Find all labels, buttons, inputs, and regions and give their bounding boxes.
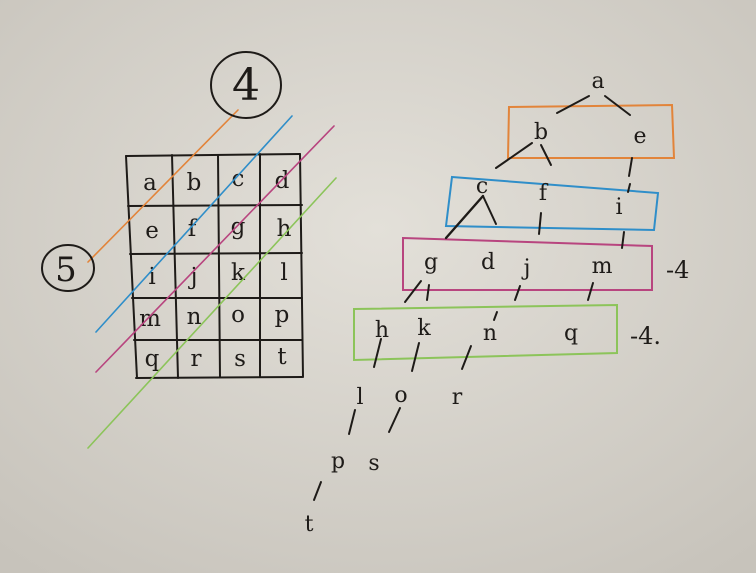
grid-cell-g: g [231,214,246,240]
tree-node-g: g [424,250,438,275]
tree-node-e: e [633,124,646,149]
circled-number-5: 5 [41,244,95,292]
grid-cell-t: t [277,344,287,370]
grid-cell-m: m [139,306,161,332]
diagonal-green [87,177,337,449]
grid-cell-r: r [191,346,202,372]
tree-diagram: a b e c f i g d j m h k n q l o r p s t … [305,69,690,537]
grid-cell-e: e [145,218,159,244]
svg-text:5: 5 [55,250,77,290]
tree-node-n: n [483,321,497,346]
grid-cell-a: a [143,170,157,196]
tree-node-d: d [481,250,495,275]
grid-cell-j: j [187,264,197,290]
grid-letters: a b c d e f g h i j k l m n o p q r s t [139,166,291,372]
tree-node-q: q [564,321,578,346]
diagonal-lines [87,109,337,449]
tree-node-j: j [521,256,531,281]
grid-cell-h: h [277,216,292,242]
tree-node-a: a [591,69,604,94]
level-labels: -4 -4. [630,256,689,350]
grid-cell-o: o [231,302,245,328]
tree-node-i: i [615,195,622,220]
grid-cell-l: l [280,260,287,286]
tree-nodes: a b e c f i g d j m h k n q l o r p s t [305,69,647,537]
tree-node-p: p [331,449,345,474]
tree-node-f: f [539,181,549,206]
grid-cell-b: b [187,170,202,196]
diagonal-orange [87,109,239,263]
tree-node-t: t [305,512,314,537]
tree-node-k: k [417,316,431,341]
tree-node-o: o [394,383,407,408]
grid-cell-p: p [275,302,290,328]
grid-lines [125,153,304,379]
tree-node-c: c [476,174,488,199]
tree-node-b: b [534,120,548,145]
tree-node-s: s [368,451,379,476]
diagonal-magenta [95,125,335,373]
tree-node-m: m [592,254,613,279]
grid-cell-n: n [187,304,202,330]
level-box-magenta [402,236,653,291]
grid-cell-d: d [275,168,290,194]
grid-cell-f: f [188,216,198,242]
diagonal-blue [95,115,293,333]
letter-grid: a b c d e f g h i j k l m n o p q r s t [41,51,337,449]
level-label-green: -4. [630,322,661,350]
level-box-green [353,303,618,362]
tree-node-r: r [452,385,463,410]
level-label-magenta: -4 [666,256,689,284]
tree-node-h: h [375,318,389,343]
grid-cell-s: s [234,346,246,372]
level-box-blue [444,175,660,232]
circled-number-4: 4 [210,51,282,119]
grid-cell-q: q [145,346,160,372]
tree-node-l: l [356,385,363,410]
grid-cell-k: k [231,260,246,286]
tree-edges [313,95,633,501]
grid-cell-i: i [148,264,155,290]
svg-text:4: 4 [232,60,260,111]
